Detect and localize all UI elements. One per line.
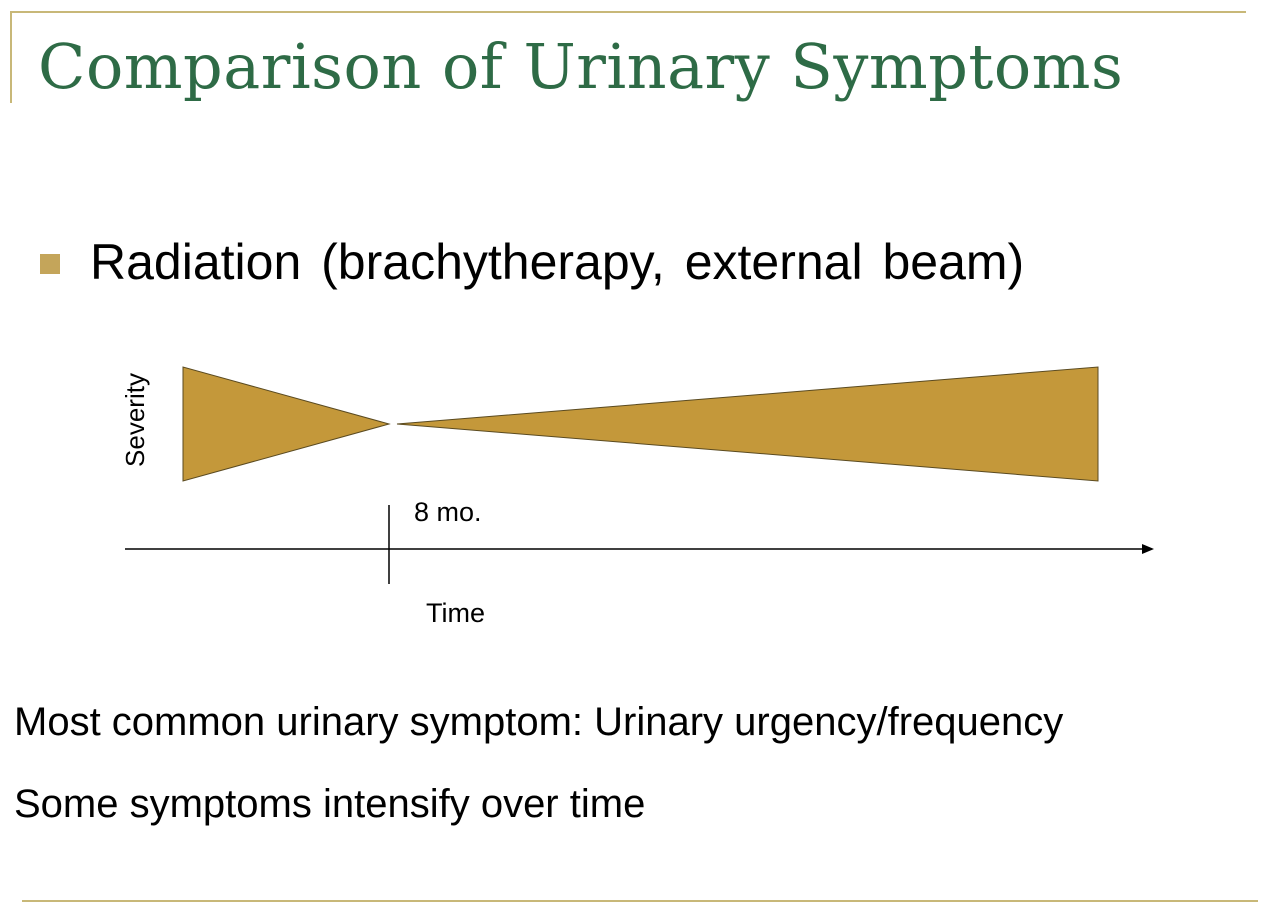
left-divider-line xyxy=(10,11,12,103)
symptoms-intensify-text: Some symptoms intensify over time xyxy=(14,782,646,826)
top-divider-line xyxy=(10,11,1246,13)
severity-axis-label: Severity xyxy=(120,373,150,467)
bullet-square-icon xyxy=(40,254,60,274)
bottom-divider-line xyxy=(22,900,1258,902)
eight-month-label: 8 mo. xyxy=(414,497,482,527)
most-common-symptom-text: Most common urinary symptom: Urinary urg… xyxy=(14,700,1064,744)
late-symptom-wedge xyxy=(396,366,1099,482)
time-axis-label: Time xyxy=(426,598,485,628)
slide-title: Comparison of Urinary Symptoms xyxy=(38,30,1124,103)
bullet-item: Radiation (brachytherapy, external beam) xyxy=(40,232,1024,292)
early-symptom-wedge xyxy=(182,366,391,482)
bullet-text: Radiation (brachytherapy, external beam) xyxy=(90,234,1025,290)
